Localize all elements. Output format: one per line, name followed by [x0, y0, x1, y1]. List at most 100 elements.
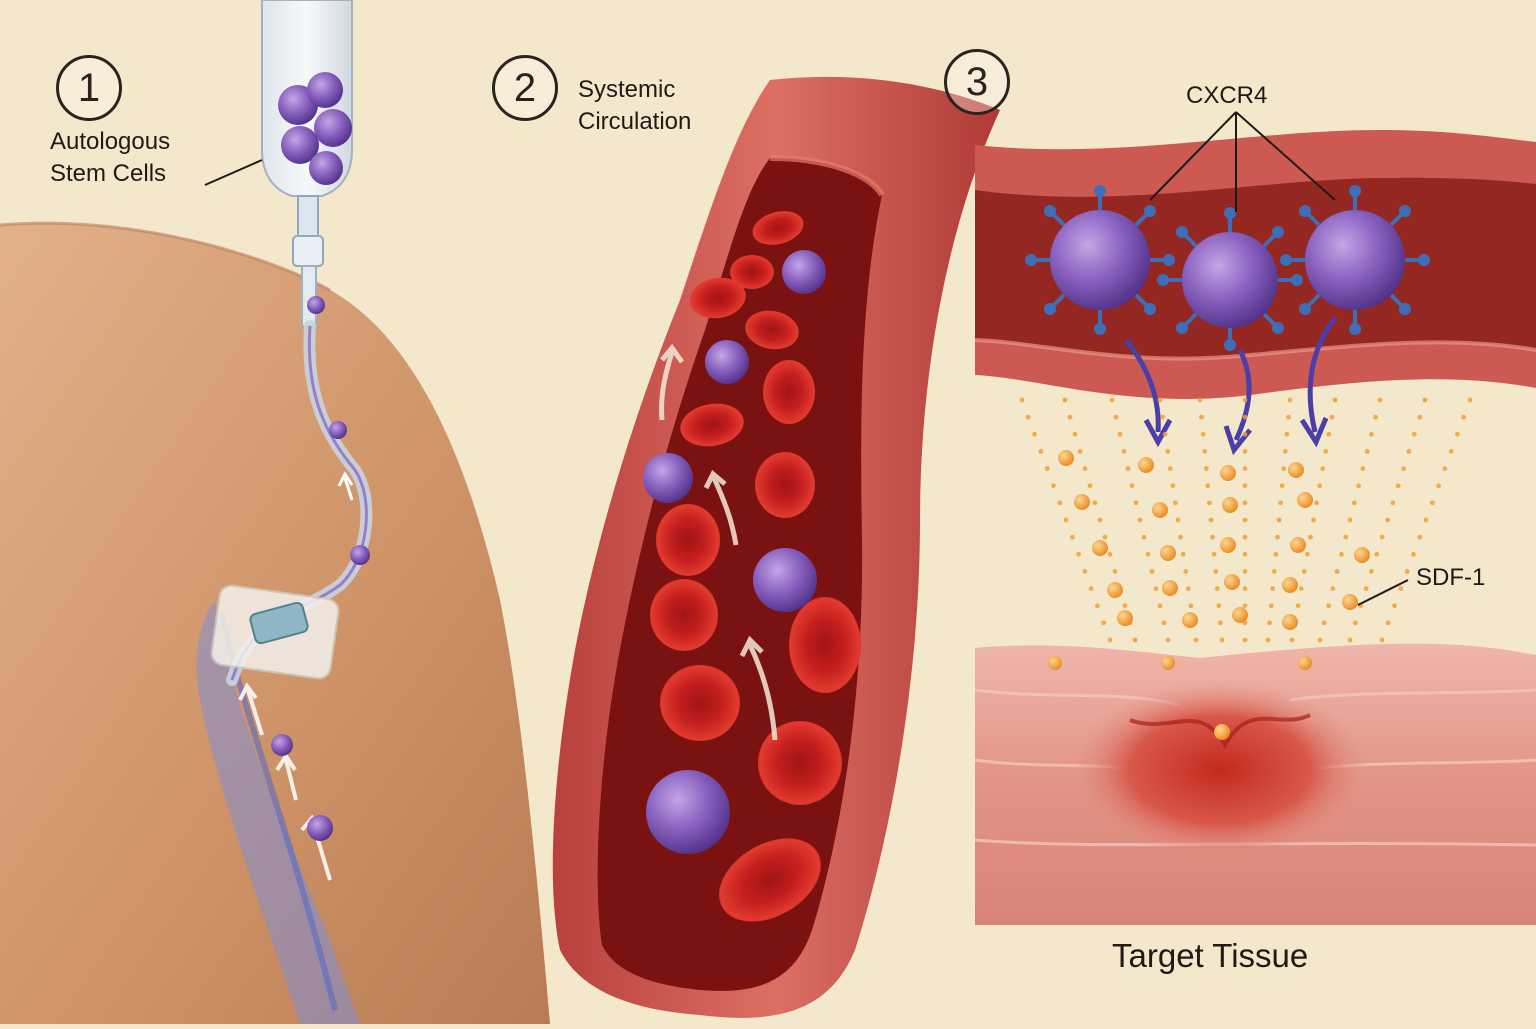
sdf1-dot: [1411, 431, 1417, 437]
sdf1-particle: [1160, 545, 1176, 561]
sdf1-dot: [1087, 483, 1093, 489]
sdf1-dot: [1137, 517, 1143, 523]
tissue-injury-site: [1070, 680, 1370, 860]
sdf1-dot: [1398, 586, 1404, 591]
sdf1-dot: [1051, 483, 1056, 489]
sdf1-dot: [1107, 551, 1113, 557]
sdf1-dot: [1072, 431, 1078, 437]
sdf1-dot: [1422, 397, 1428, 403]
sdf1-dot: [1175, 517, 1181, 523]
sdf1-dot: [1213, 569, 1219, 574]
sdf1-dot: [1330, 586, 1336, 591]
sdf1-dot: [1284, 431, 1290, 437]
label-systemic-circulation: Systemic Circulation: [578, 74, 691, 138]
sdf1-dot: [1202, 449, 1208, 454]
sdf1-dot: [1210, 534, 1215, 540]
sdf1-dot: [1242, 397, 1248, 403]
sdf1-dot: [1153, 586, 1159, 591]
sdf1-dot: [1069, 534, 1075, 540]
sdf1-particle: [1092, 540, 1108, 556]
sdf1-dot: [1347, 637, 1353, 643]
sdf1-dot: [1129, 483, 1135, 489]
sdf1-particle: [1354, 547, 1370, 563]
sdf1-dot: [1178, 534, 1183, 540]
sdf1-particle: [1290, 537, 1306, 553]
label-autologous-stem-cells: Autologous Stem Cells: [50, 126, 170, 190]
sdf1-particle: [1152, 502, 1168, 518]
sdf1-particle: [1182, 612, 1198, 628]
sdf1-dot: [1279, 483, 1285, 489]
sdf1-dot: [1062, 397, 1068, 403]
sdf1-dot: [1057, 500, 1063, 506]
sdf1-dot: [1411, 551, 1416, 557]
sdf1-dot: [1109, 397, 1115, 403]
sdf1-dot: [1326, 431, 1332, 437]
sdf1-dot: [1157, 397, 1163, 403]
panel-2-blood-vessel: [552, 76, 1000, 1018]
sdf1-dot: [1442, 466, 1448, 471]
sdf1-dot: [1242, 569, 1248, 574]
sdf1-dot: [1092, 500, 1098, 506]
sdf1-particle: [1222, 497, 1238, 513]
sdf1-dot: [1019, 397, 1025, 403]
sdf1-dot: [1448, 449, 1454, 454]
sdf1-dot: [1132, 637, 1138, 643]
sdf1-dot: [1320, 466, 1326, 471]
sdf1-dot: [1038, 449, 1044, 454]
panel-3-homing: [974, 111, 1536, 925]
sdf1-dot: [1287, 397, 1293, 403]
label-sdf1: SDF-1: [1416, 564, 1486, 591]
stem-cells-in-bag: [278, 72, 352, 185]
sdf1-dot: [1161, 620, 1167, 626]
sdf1-particle: [1117, 610, 1133, 626]
sdf1-dot: [1390, 500, 1396, 506]
sdf1-dot: [1167, 466, 1173, 471]
sdf1-dot: [1385, 517, 1390, 523]
sdf1-dot: [1197, 397, 1203, 403]
sdf1-dot: [1242, 517, 1248, 523]
sdf1-dot: [1242, 603, 1248, 609]
sdf1-dot: [1265, 637, 1271, 643]
sdf1-particle: [1220, 537, 1236, 553]
sdf1-dot: [1077, 449, 1083, 454]
sdf1-dot: [1188, 603, 1194, 609]
sdf1-dot: [1276, 517, 1282, 523]
sdf1-particle: [1107, 582, 1123, 598]
sdf1-dot: [1242, 414, 1248, 420]
sdf1-dot: [1173, 500, 1178, 506]
sdf1-dot: [1334, 569, 1340, 574]
sdf1-dot: [1063, 517, 1069, 523]
sdf1-dot: [1242, 586, 1248, 591]
sdf1-dot: [1278, 500, 1283, 506]
sdf1-dot: [1180, 551, 1186, 557]
sdf1-particle: [1232, 607, 1248, 623]
sdf1-dot: [1121, 449, 1127, 454]
sdf1-dot: [1461, 414, 1467, 420]
sdf1-dot: [1267, 620, 1272, 626]
sdf1-dot: [1200, 431, 1206, 437]
sdf1-dot: [1406, 449, 1412, 454]
stem-cell-with-cxcr4: [1157, 207, 1303, 351]
sdf1-dot: [1317, 637, 1323, 643]
label-line: Systemic: [578, 76, 676, 103]
sdf1-dot: [1207, 500, 1212, 506]
sdf1-dot: [1347, 517, 1353, 523]
sdf1-dot: [1107, 637, 1113, 643]
sdf1-particle: [1220, 465, 1236, 481]
label-line: Circulation: [578, 108, 692, 135]
sdf1-dot: [1242, 500, 1248, 506]
sdf1-dot: [1242, 483, 1248, 489]
label-target-tissue: Target Tissue: [1112, 937, 1309, 974]
sdf1-dot: [1218, 620, 1223, 626]
sdf1-dot: [1113, 414, 1119, 420]
sdf1-dot: [1385, 620, 1391, 626]
cxcr4-leader-lines: [1149, 111, 1336, 212]
stem-cell: [307, 815, 333, 841]
sdf1-dot: [1321, 620, 1327, 626]
sdf1-dot: [1363, 586, 1369, 591]
sdf1-dot: [1082, 466, 1088, 471]
sdf1-dot: [1183, 569, 1189, 574]
stem-cell-with-cxcr4: [1280, 185, 1430, 335]
sdf1-dot: [1082, 569, 1088, 574]
